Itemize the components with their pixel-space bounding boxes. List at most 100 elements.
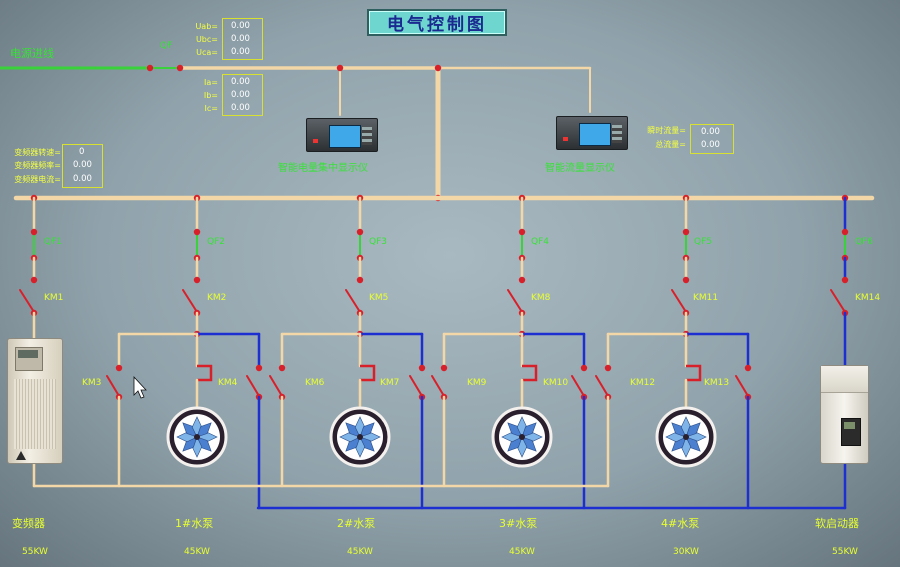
contactor-node	[744, 364, 752, 372]
contactor-blade	[106, 375, 120, 397]
contactor-label-km10: KM10	[543, 378, 569, 388]
meter-buttons	[362, 127, 372, 145]
source-label: 电源进线	[10, 47, 54, 60]
voltage-value-uca: 0.00	[231, 47, 250, 57]
breaker-node	[356, 228, 364, 236]
vfd-vents	[14, 379, 56, 449]
impeller-hub	[194, 434, 200, 440]
soft-starter-top	[821, 366, 868, 393]
impeller-hub	[357, 434, 363, 440]
node-dot	[336, 64, 344, 72]
contactor-blade	[671, 289, 687, 313]
contactor-node	[604, 364, 612, 372]
bottom-name-pump1: 1#水泵	[175, 517, 214, 530]
breaker-label-qf1: QF1	[44, 237, 62, 247]
bottom-power-vfd: 55KW	[22, 547, 48, 557]
contactor-blade	[409, 375, 423, 397]
vfd-display	[18, 350, 38, 358]
vfd-device	[7, 338, 63, 464]
breaker-node	[841, 228, 849, 236]
contactor-blade	[735, 375, 749, 397]
thermal-relay	[360, 364, 376, 382]
current-value-ib: 0.00	[231, 90, 250, 100]
contactor-node	[682, 276, 690, 284]
mouse-cursor-icon	[133, 375, 147, 399]
contactor-blade	[571, 375, 585, 397]
power-meter-device	[306, 118, 378, 152]
contactor-label-km3: KM3	[82, 378, 102, 388]
contactor-blade	[345, 289, 361, 313]
voltage-value-uab: 0.00	[231, 21, 250, 31]
contactor-node	[418, 364, 426, 372]
breaker-label-qf5: QF5	[694, 237, 712, 247]
impeller-blade	[521, 422, 537, 438]
flow-instant-label: 瞬时流量=	[647, 126, 686, 135]
flow-meter-device	[556, 116, 628, 150]
contactor-blade	[431, 375, 445, 397]
flow-panel: 0.00 0.00	[690, 124, 734, 154]
contactor-blade	[269, 375, 283, 397]
meter-screen	[579, 123, 611, 146]
bottom-name-pump3: 3#水泵	[499, 517, 538, 530]
contactor-blade	[246, 375, 260, 397]
breaker-label-qf4: QF4	[531, 237, 549, 247]
contactor-blade	[507, 289, 523, 313]
vfd-current-label: 变频器电流=	[14, 175, 61, 184]
bottom-name-pump4: 4#水泵	[661, 517, 700, 530]
contactor-label-km1: KM1	[44, 293, 64, 303]
warning-icon	[16, 451, 26, 460]
voltage-value-ubc: 0.00	[231, 34, 250, 44]
contactor-label-km5: KM5	[369, 293, 389, 303]
contactor-node	[255, 364, 263, 372]
breaker-label-qf3: QF3	[369, 237, 387, 247]
main-breaker-label: QF	[160, 41, 173, 51]
bottom-power-pump2: 45KW	[347, 547, 373, 557]
breaker-node	[682, 228, 690, 236]
vfd-speed-value: 0	[79, 147, 85, 157]
contactor-blade	[182, 289, 198, 313]
breaker-node	[518, 228, 526, 236]
voltage-label-uab: Uab=	[195, 22, 218, 31]
thermal-relay	[197, 364, 213, 382]
meter-led	[313, 139, 318, 143]
page-title: 电气控制图	[387, 15, 487, 35]
voltage-panel: 0.00 0.00 0.00	[222, 18, 263, 60]
contactor-label-km9: KM9	[467, 378, 487, 388]
flow-total-value: 0.00	[701, 140, 720, 150]
meter-screen	[329, 125, 361, 148]
contactor-node	[841, 276, 849, 284]
bottom-power-pump1: 45KW	[184, 547, 210, 557]
voltage-label-uca: Uca=	[196, 48, 218, 57]
contactor-label-km13: KM13	[704, 378, 730, 388]
impeller-hub	[683, 434, 689, 440]
contactor-node	[115, 364, 123, 372]
contactor-label-km2: KM2	[207, 293, 227, 303]
vfd-panel: 0 0.00 0.00	[62, 144, 103, 188]
current-label-ia: Ia=	[204, 78, 218, 87]
power-meter-label: 智能电量集中显示仪	[278, 163, 368, 174]
voltage-label-ubc: Ubc=	[195, 35, 218, 44]
meter-led	[563, 137, 568, 141]
breaker-node	[30, 228, 38, 236]
contactor-label-km7: KM7	[380, 378, 400, 388]
main-breaker-node	[146, 64, 154, 72]
contactor-node	[440, 364, 448, 372]
current-panel: 0.00 0.00 0.00	[222, 74, 263, 116]
contactor-node	[193, 276, 201, 284]
impeller-hub	[519, 434, 525, 440]
current-label-ic: Ic=	[204, 104, 218, 113]
vfd-speed-label: 变频器转速=	[14, 148, 61, 157]
contactor-node	[518, 276, 526, 284]
impeller-blade	[685, 422, 701, 438]
vfd-frequency-value: 0.00	[73, 160, 92, 170]
bottom-power-pump4: 30KW	[673, 547, 699, 557]
contactor-node	[356, 276, 364, 284]
current-value-ia: 0.00	[231, 77, 250, 87]
soft-starter-display	[844, 422, 855, 429]
contactor-label-km11: KM11	[693, 293, 719, 303]
meter-buttons	[612, 125, 622, 143]
breaker-node	[193, 228, 201, 236]
title-box: 电气控制图	[367, 9, 507, 36]
